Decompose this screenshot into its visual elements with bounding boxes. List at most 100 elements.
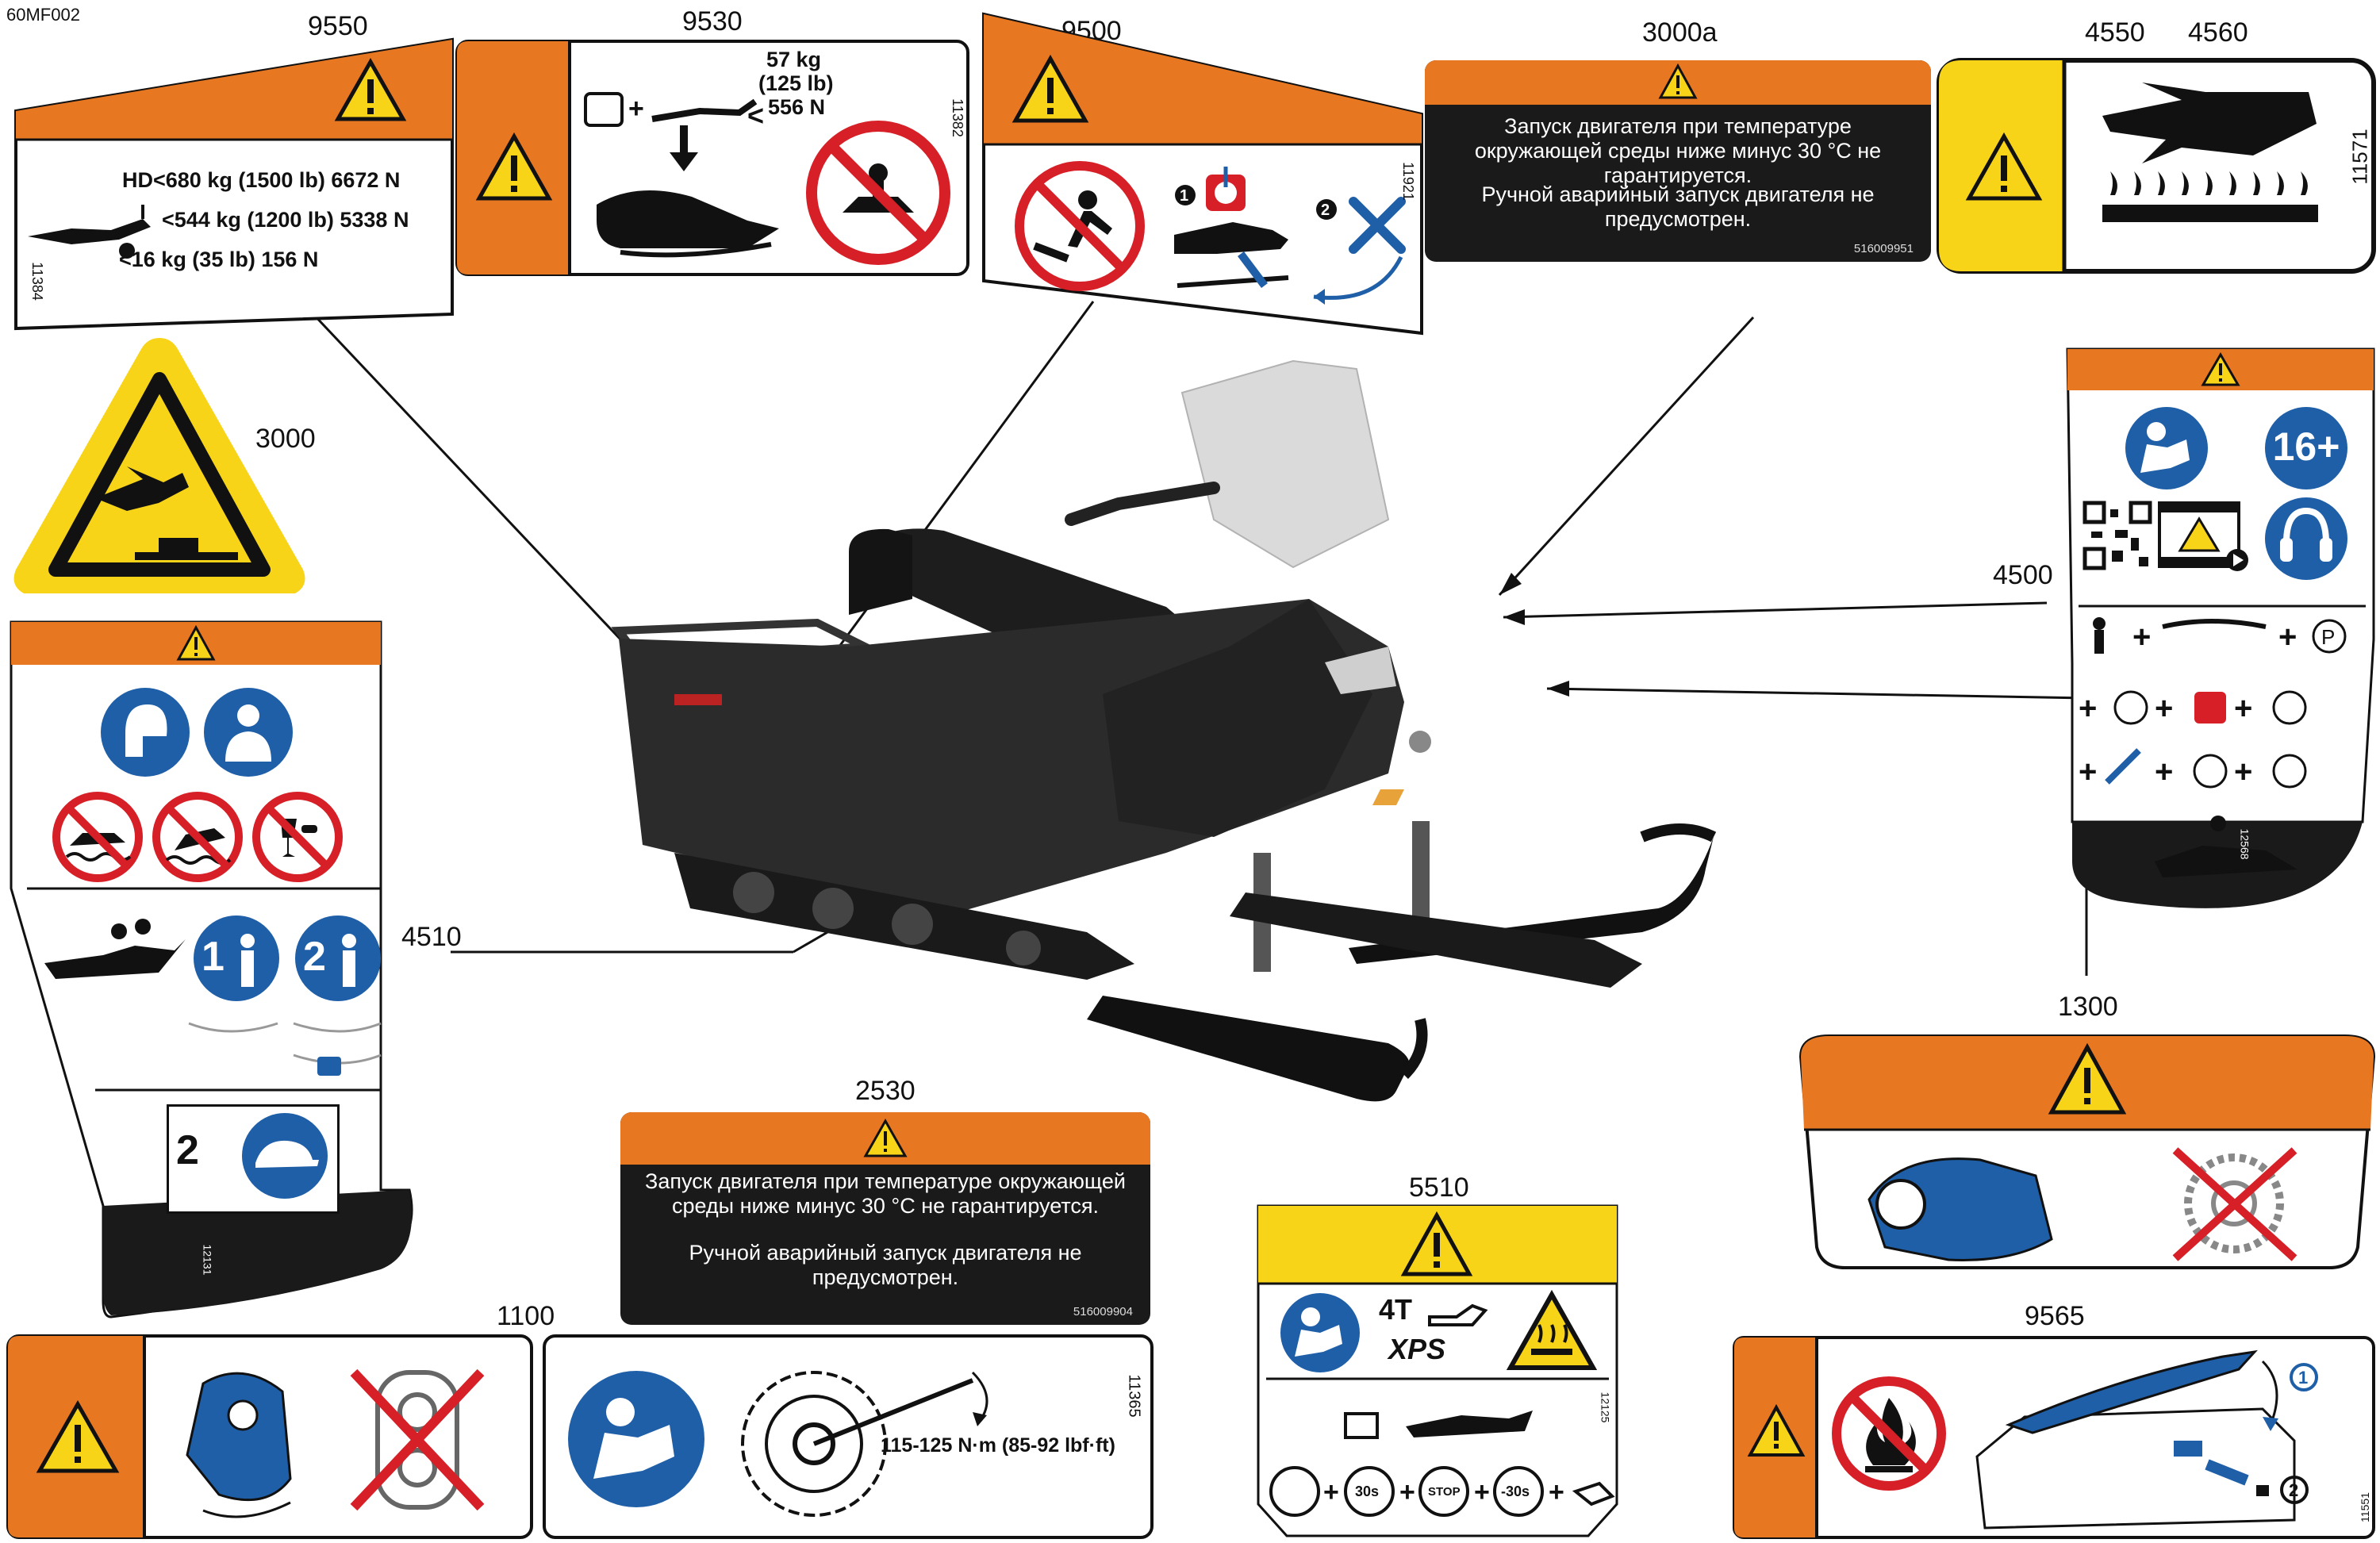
two-riders-number: 2 xyxy=(303,934,326,980)
oil-check-sequence-icons: + + + + xyxy=(1269,1466,1615,1517)
pulley-torque-icon xyxy=(741,1371,988,1517)
no-hands-near-track-icon xyxy=(1015,161,1145,291)
seat-position-icon xyxy=(188,1022,382,1076)
age-16-icon xyxy=(2265,407,2347,489)
callout-2530: 2530 xyxy=(855,1076,916,1106)
callout-4560: 4560 xyxy=(2188,17,2248,48)
label-code: 12568 xyxy=(2238,828,2251,860)
warning-triangle-icon xyxy=(36,1399,120,1473)
svg-text:+: + xyxy=(2234,691,2252,726)
hot-surface-icon xyxy=(1506,1289,1598,1370)
tool-icon: 2 xyxy=(1313,197,1406,305)
no-passenger-on-rack-icon xyxy=(806,121,950,265)
proper-clothing-icon xyxy=(204,688,293,777)
label-code: 11384 xyxy=(29,262,45,301)
cargo-weight-lb: (125 lb) xyxy=(758,71,834,95)
step-1-number: 1 xyxy=(2298,1368,2308,1388)
callout-9565: 9565 xyxy=(2025,1301,2085,1331)
label-9550: HD<680 kg (1500 lb) 6672 N <544 kg (1200… xyxy=(11,35,454,331)
step-2-number: 2 xyxy=(2289,1480,2298,1500)
cold-start-warning: Запуск двигателя при температуре окружаю… xyxy=(645,1169,1126,1218)
fuel-cap-open-icon: 1 2 xyxy=(1975,1349,2318,1530)
svg-text:+: + xyxy=(1474,1477,1490,1507)
label-3000-hot-surface-triangle xyxy=(13,338,305,593)
hand-hot-surface-icon xyxy=(2102,83,2318,222)
no-guard-removed-icon xyxy=(2172,1147,2297,1261)
label-4500: 16+ ++ +++ +++ P 12568 xyxy=(2064,346,2377,941)
warning-triangle-icon xyxy=(2201,352,2240,386)
no-open-flame-icon xyxy=(1832,1376,1946,1491)
no-water-riding-icon xyxy=(52,792,143,882)
label-9565: 1 2 11551 xyxy=(1731,1334,2377,1541)
callout-4550: 4550 xyxy=(2085,17,2145,48)
svg-text:+: + xyxy=(2155,754,2173,789)
label-code: 12125 xyxy=(1599,1391,1612,1423)
svg-text:+: + xyxy=(1399,1477,1415,1507)
oil-brand-text: XPS xyxy=(1388,1333,1446,1365)
warning-triangle-icon xyxy=(2048,1042,2127,1115)
callout-9530: 9530 xyxy=(682,6,743,36)
operator-icon xyxy=(194,915,279,1001)
label-2530: Запуск двигателя при температуре окружаю… xyxy=(620,1112,1150,1325)
warning-triangle-icon xyxy=(1400,1211,1473,1276)
svg-text:+: + xyxy=(2155,691,2173,726)
stop-text: STOP xyxy=(1428,1485,1461,1499)
label-code: 12131 xyxy=(201,1244,214,1276)
snowmobile-illustration xyxy=(611,359,1717,1102)
warning-triangle-icon xyxy=(475,132,553,201)
warning-triangle-icon xyxy=(176,624,216,661)
cold-start-warning: Запуск двигателя при температуре окружаю… xyxy=(1474,114,1882,187)
drive-guard-icon xyxy=(186,1372,292,1518)
warning-triangle-icon xyxy=(863,1118,908,1157)
svg-text:+: + xyxy=(2278,620,2297,654)
callout-1100: 1100 xyxy=(497,1301,555,1331)
no-thin-ice-icon xyxy=(152,792,243,882)
warning-triangle-icon xyxy=(334,57,407,121)
oil-type-text: 4T xyxy=(1379,1293,1413,1326)
qr-code-icon xyxy=(2082,501,2152,570)
callout-1300: 1300 xyxy=(2058,992,2118,1022)
label-code: 516009904 xyxy=(1073,1305,1133,1318)
label-3000a: Запуск двигателя при температуре окружаю… xyxy=(1425,60,1931,262)
read-manual-icon xyxy=(1280,1293,1360,1372)
no-alcohol-drugs-icon xyxy=(252,792,343,882)
label-1300 xyxy=(1798,1033,2377,1271)
oil-can-icon xyxy=(1428,1303,1488,1326)
snowmobile-rack-icon xyxy=(597,190,779,258)
torque-spec: 115-125 N·m (85-92 lbf·ft) xyxy=(881,1434,1115,1457)
label-4550-4560: 11571 xyxy=(1936,57,2377,274)
label-9530: + < 57 kg (125 lb) 556 N 11382 xyxy=(454,38,971,278)
no-open-clutch-icon xyxy=(350,1368,485,1511)
svg-text:+: + xyxy=(2132,620,2151,654)
svg-text:+: + xyxy=(2079,754,2097,789)
svg-text:P: P xyxy=(2321,625,2335,649)
warning-triangle-icon xyxy=(1965,132,2043,201)
svg-text:+: + xyxy=(1323,1477,1339,1507)
callout-4510: 4510 xyxy=(401,922,462,952)
label-code: 516009951 xyxy=(1853,242,1914,255)
two-riders-slow-number: 2 xyxy=(176,1127,199,1173)
cargo-load-icon: + < xyxy=(584,92,764,132)
load-limit-1: HD<680 kg (1500 lb) 6672 N xyxy=(122,168,401,192)
cargo-weight-kg: 57 kg xyxy=(766,48,822,71)
label-code: 11921 xyxy=(1399,162,1416,201)
document-code: 60MF002 xyxy=(6,5,80,25)
svg-text:+: + xyxy=(1549,1477,1564,1507)
label-1100: 115-125 N·m (85-92 lbf·ft) 11365 xyxy=(5,1333,1155,1541)
two-up-snowmobile-icon xyxy=(44,919,186,979)
read-manual-icon xyxy=(568,1371,704,1507)
callout-3000a: 3000a xyxy=(1642,17,1718,48)
callout-5510: 5510 xyxy=(1409,1173,1469,1203)
label-code: 11551 xyxy=(2358,1492,2371,1522)
manual-start-warning: Ручной аварийный запуск двигателя не пре… xyxy=(689,1241,1082,1289)
step-1-number: 1 xyxy=(1180,187,1188,205)
warning-triangle-icon xyxy=(1012,54,1089,123)
start-sequence-icons: ++ +++ +++ P xyxy=(2079,617,2347,877)
one-rider-number: 1 xyxy=(202,934,225,980)
belt-guard-installed-icon xyxy=(1868,1157,2053,1261)
timer-minus-30s: -30s xyxy=(1501,1484,1530,1499)
wear-protective-gear-icon xyxy=(101,688,190,777)
age-limit-text: 16+ xyxy=(2272,424,2340,469)
label-code: 11571 xyxy=(2347,129,2372,185)
svg-text:+: + xyxy=(628,94,644,124)
